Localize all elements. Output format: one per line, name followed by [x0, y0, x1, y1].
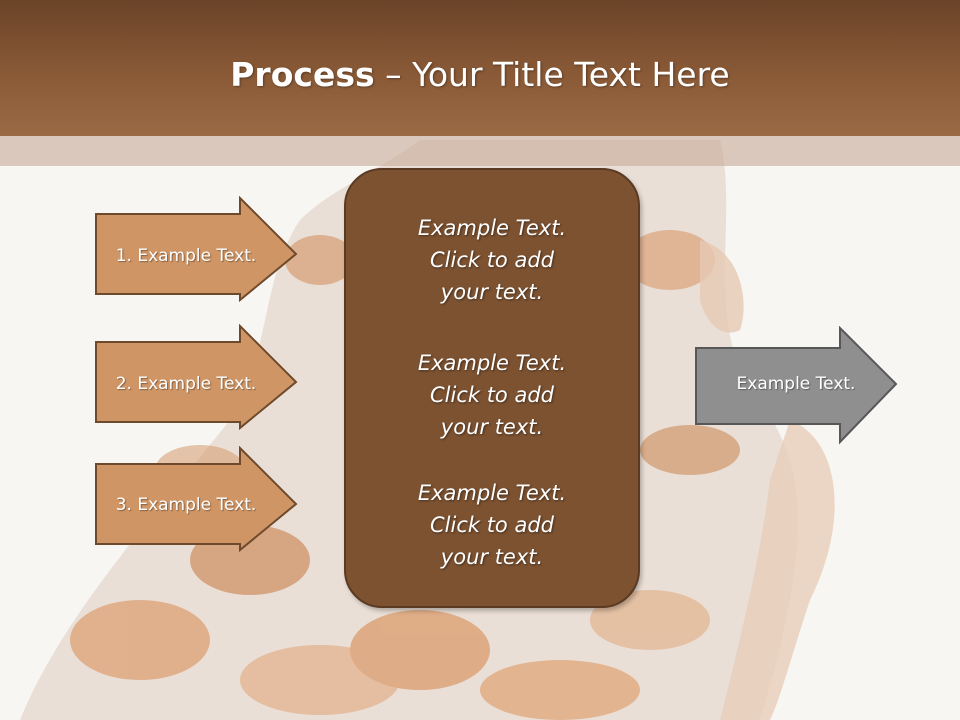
center-item-1-line-2: Click to add — [429, 248, 554, 272]
step-2-label: 2. Example Text. — [115, 374, 257, 394]
step-2-arrow[interactable] — [94, 324, 300, 430]
center-item-2-line-2: Click to add — [429, 383, 554, 407]
result-label: Example Text. — [736, 374, 856, 394]
step-1-arrow[interactable] — [94, 196, 300, 302]
center-item-1-line-1: Example Text. — [417, 216, 567, 240]
center-item-2-line-1: Example Text. — [417, 351, 567, 375]
step-3-label: 3. Example Text. — [115, 495, 257, 515]
title-rest: – Your Title Text Here — [374, 55, 730, 94]
title-bar — [0, 0, 960, 136]
center-item-2-line-3: your text. — [440, 415, 544, 439]
center-item-1: Example Text. Click to add your text. — [344, 212, 640, 308]
center-item-1-line-3: your text. — [440, 280, 544, 304]
result-arrow[interactable] — [694, 326, 900, 446]
step-1-label: 1. Example Text. — [115, 246, 257, 266]
center-item-2: Example Text. Click to add your text. — [344, 347, 640, 443]
title-bold: Process — [230, 55, 375, 94]
center-item-3-line-2: Click to add — [429, 513, 554, 537]
center-item-3: Example Text. Click to add your text. — [344, 477, 640, 573]
center-content-box[interactable] — [344, 168, 640, 608]
step-3-arrow[interactable] — [94, 446, 300, 552]
center-item-3-line-3: your text. — [440, 545, 544, 569]
center-item-3-line-1: Example Text. — [417, 481, 567, 505]
slide-title[interactable]: Process – Your Title Text Here — [0, 50, 960, 100]
title-bar-strip — [0, 136, 960, 166]
